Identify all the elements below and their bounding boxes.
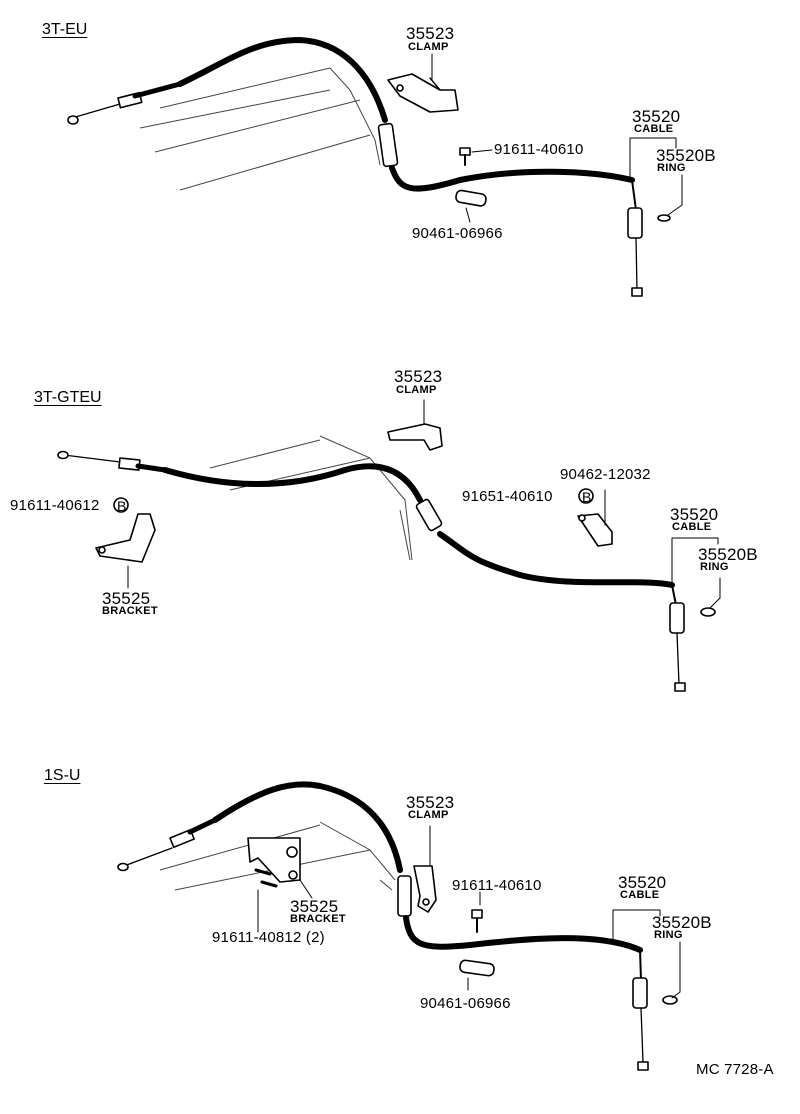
clip-90462-12032 <box>577 489 613 547</box>
label-cable-no: 35520 <box>618 873 667 892</box>
label-bracket-no: 35525 <box>102 589 151 608</box>
label-ring-name: RING <box>654 929 683 941</box>
label-bolt-no: 91651-40610 <box>462 488 553 505</box>
label-bracket-name: BRACKET <box>102 605 158 617</box>
ref-mark-b: B <box>117 498 127 514</box>
ring-35520b <box>662 941 681 1005</box>
label-cable-name: CABLE <box>672 521 712 533</box>
cable-35520 <box>117 781 649 1071</box>
ring-35520b <box>700 577 721 617</box>
label-bolt-no: 91611-40610 <box>494 141 584 158</box>
label-bracket-bolt-no: 91611-40612 <box>10 497 100 514</box>
label-clip-no: 90462-12032 <box>560 466 651 483</box>
clip-90461-06966 <box>455 189 487 223</box>
label-bolt-no: 91611-40610 <box>452 877 542 894</box>
label-cable-name: CABLE <box>620 889 660 901</box>
section-3t-gteu <box>57 399 721 692</box>
label-clamp-name: CLAMP <box>408 41 449 53</box>
label-bracket-bolt-no: 91611-40812 (2) <box>212 929 325 946</box>
section-title-3t-gteu: 3T-GTEU <box>34 389 102 406</box>
bolt-91611-40610 <box>471 891 483 933</box>
diagram-code: MC 7728-A <box>696 1061 774 1078</box>
clip-90461-06966 <box>459 959 495 991</box>
label-bracket-no: 35525 <box>290 897 339 916</box>
bolt-91611-40610 <box>459 147 493 166</box>
label-cable-no: 35520 <box>670 505 719 524</box>
label-clamp-no: 35523 <box>406 793 455 812</box>
label-cable-name: CABLE <box>634 123 674 135</box>
section-title-1s-u: 1S-U <box>44 767 81 784</box>
label-cable-no: 35520 <box>632 107 681 126</box>
section-3t-eu <box>67 37 683 297</box>
label-clamp-name: CLAMP <box>396 384 437 396</box>
section-1s-u <box>117 781 681 1071</box>
bracket-35525 <box>247 837 313 899</box>
cable-35520 <box>57 450 686 692</box>
body-outline <box>139 67 381 191</box>
clamp-35523 <box>387 73 459 113</box>
label-clip-no: 90461-06966 <box>420 995 511 1012</box>
label-ring-name: RING <box>700 561 729 573</box>
ref-mark-b: B <box>582 489 592 505</box>
label-ring-no: 35520B <box>652 913 712 932</box>
label-bracket-name: BRACKET <box>290 913 346 925</box>
cable-35520 <box>67 37 643 297</box>
label-clip-no: 90461-06966 <box>412 225 503 242</box>
section-title-3t-eu: 3T-EU <box>42 21 88 38</box>
bracket-35525 <box>95 513 156 589</box>
clamp-35523 <box>387 399 443 451</box>
label-ring-no: 35520B <box>698 545 758 564</box>
label-ring-name: RING <box>657 162 686 174</box>
label-clamp-name: CLAMP <box>408 809 449 821</box>
ring-35520b <box>657 214 671 222</box>
label-clamp-no: 35523 <box>394 367 443 386</box>
label-clamp-no: 35523 <box>406 24 455 43</box>
label-ring-no: 35520B <box>656 146 716 165</box>
clamp-35523 <box>413 825 437 913</box>
body-outline <box>209 435 413 561</box>
bolts-91611-40812 <box>254 868 278 933</box>
